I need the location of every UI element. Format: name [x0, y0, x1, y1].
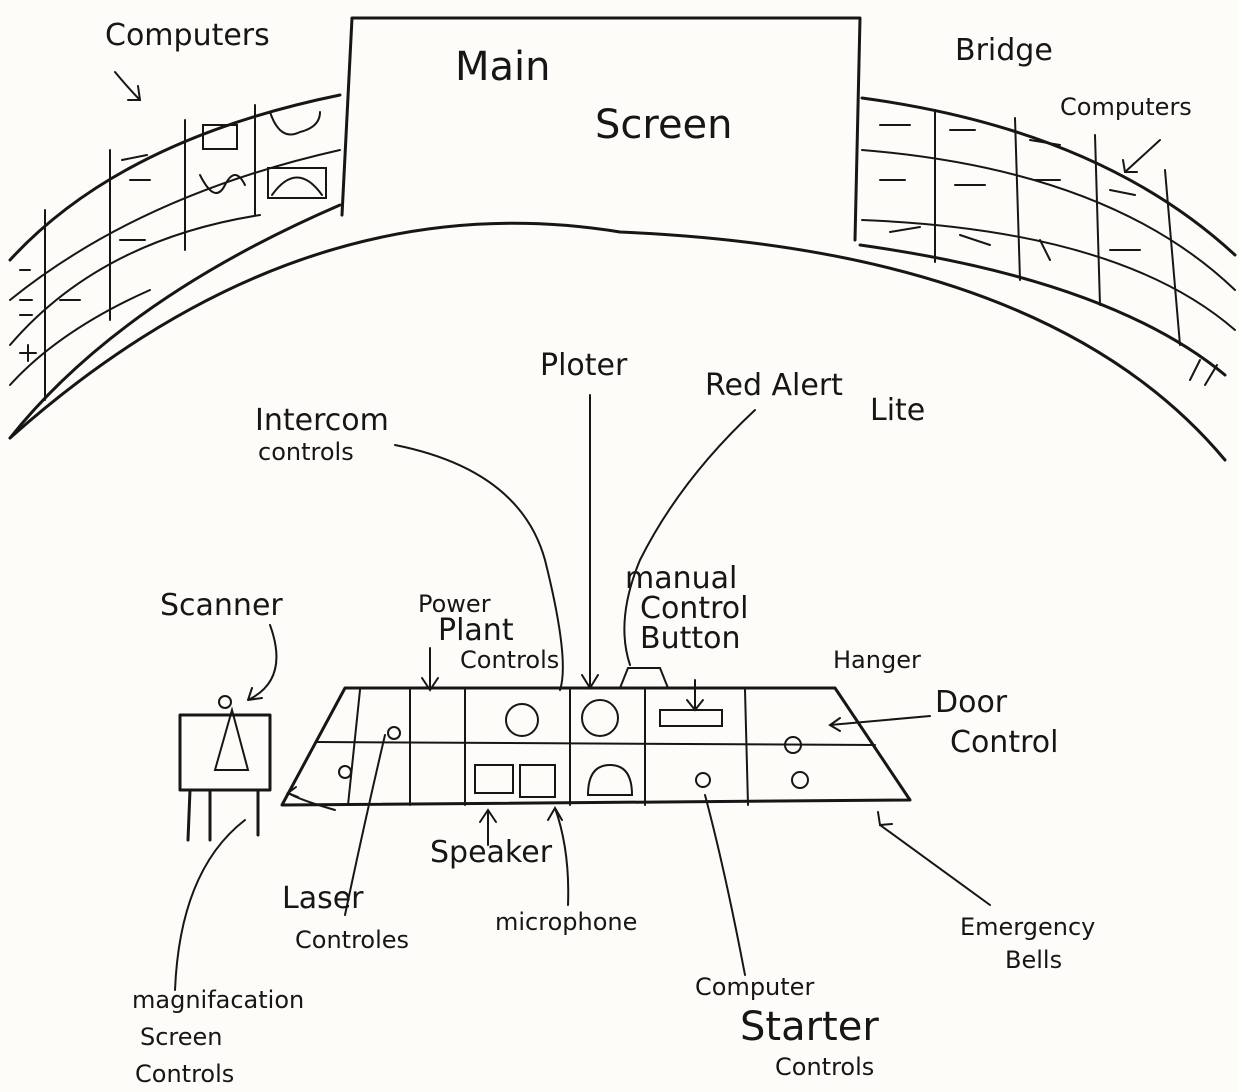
label-ploter: Ploter	[540, 348, 628, 383]
arrow-computer-starter	[705, 795, 745, 975]
right-wall-grid-col	[1095, 135, 1100, 305]
label-hanger: Hanger	[833, 646, 921, 674]
label-power-controls: Controls	[460, 646, 559, 674]
console-col-divider	[745, 690, 748, 805]
label-main-screen-2: Screen	[595, 102, 733, 148]
left-wall-grid-row	[10, 215, 260, 345]
left-wall-cable-icon	[270, 112, 320, 135]
label-red-alert-lite: Lite	[870, 393, 925, 428]
right-wall-grid-col	[1165, 170, 1180, 345]
label-magnification-controls: Controls	[135, 1060, 234, 1088]
label-bridge: Bridge	[955, 33, 1053, 68]
left-computer-wall	[10, 95, 340, 438]
starter-knob-icon	[696, 773, 710, 787]
label-intercom: Intercom	[255, 403, 389, 438]
dome-light-icon	[588, 765, 632, 795]
left-wall-marks-icon	[20, 155, 150, 361]
right-wall-inner-arc	[860, 245, 1225, 375]
label-microphone: microphone	[495, 908, 637, 936]
label-computers: Computers	[105, 18, 270, 53]
arrow-magnification-hook	[288, 787, 335, 810]
label-emergency-bells: Bells	[1005, 946, 1062, 974]
speaker-grille-icon	[475, 765, 513, 793]
arrow-ploter	[582, 395, 598, 688]
console-col-divider	[348, 690, 360, 805]
label-emergency: Emergency	[960, 913, 1095, 941]
deck-arc	[10, 223, 1225, 460]
label-red-alert: Red Alert	[705, 368, 843, 403]
manual-button-icon	[660, 710, 722, 726]
arrow-emergency-bells	[878, 812, 990, 905]
label-starter: Starter	[740, 1004, 879, 1050]
arrow-power-plant	[422, 648, 438, 690]
microphone-icon	[520, 765, 555, 797]
scanner-scope-icon	[215, 710, 248, 770]
label-main-screen-1: Main	[455, 44, 551, 90]
label-computer: Computer	[695, 973, 814, 1001]
arrow-computers	[115, 72, 140, 100]
right-computer-wall	[860, 98, 1235, 385]
scanner-body	[180, 715, 270, 790]
left-wall-gauge-icon	[268, 168, 326, 198]
arrow-manual-button	[687, 680, 703, 710]
scanner	[180, 696, 270, 840]
scanner-leg	[188, 790, 190, 840]
power-dial-icon	[506, 704, 538, 736]
label-starter-controls: Controls	[775, 1053, 874, 1081]
label-laser: Laser	[282, 881, 364, 916]
label-hanger-control: Control	[950, 725, 1058, 760]
label-laser-controls: Controles	[295, 926, 409, 954]
label-bridge-computers: Computers	[1060, 93, 1192, 121]
label-manual-button: Button	[640, 621, 741, 656]
ploter-dial-icon	[582, 700, 618, 736]
label-speaker: Speaker	[430, 835, 553, 870]
label-hanger-door: Door	[935, 685, 1008, 720]
label-scanner: Scanner	[160, 588, 283, 623]
right-wall-grid-row	[862, 150, 1235, 290]
right-wall-outer-arc	[862, 98, 1235, 255]
pointer-arrows	[115, 72, 1160, 990]
console-row-divider	[316, 742, 875, 745]
bell-icon	[792, 772, 808, 788]
arrow-magnification	[175, 820, 245, 990]
laser-knob-icon	[388, 727, 400, 739]
label-magnification: magnifacation	[132, 986, 304, 1014]
left-wall-grid-row	[10, 290, 150, 385]
console-outline	[282, 688, 910, 805]
right-wall-marks-icon	[880, 125, 1140, 260]
magnify-knob-icon	[339, 766, 351, 778]
control-console	[282, 668, 910, 805]
left-wall-grid-row	[10, 150, 340, 300]
label-magnification-screen: Screen	[140, 1023, 223, 1051]
arrow-hanger-door	[830, 716, 930, 731]
arrow-scanner	[248, 625, 276, 700]
scanner-lens-icon	[219, 696, 231, 708]
left-wall-gauge-arc-icon	[272, 178, 322, 196]
arrow-bridge-computers	[1123, 140, 1160, 172]
label-plant: Plant	[438, 613, 514, 648]
red-alert-lite-icon	[620, 668, 668, 688]
label-intercom-controls: controls	[258, 438, 354, 466]
right-wall-grid-col	[1015, 118, 1020, 280]
